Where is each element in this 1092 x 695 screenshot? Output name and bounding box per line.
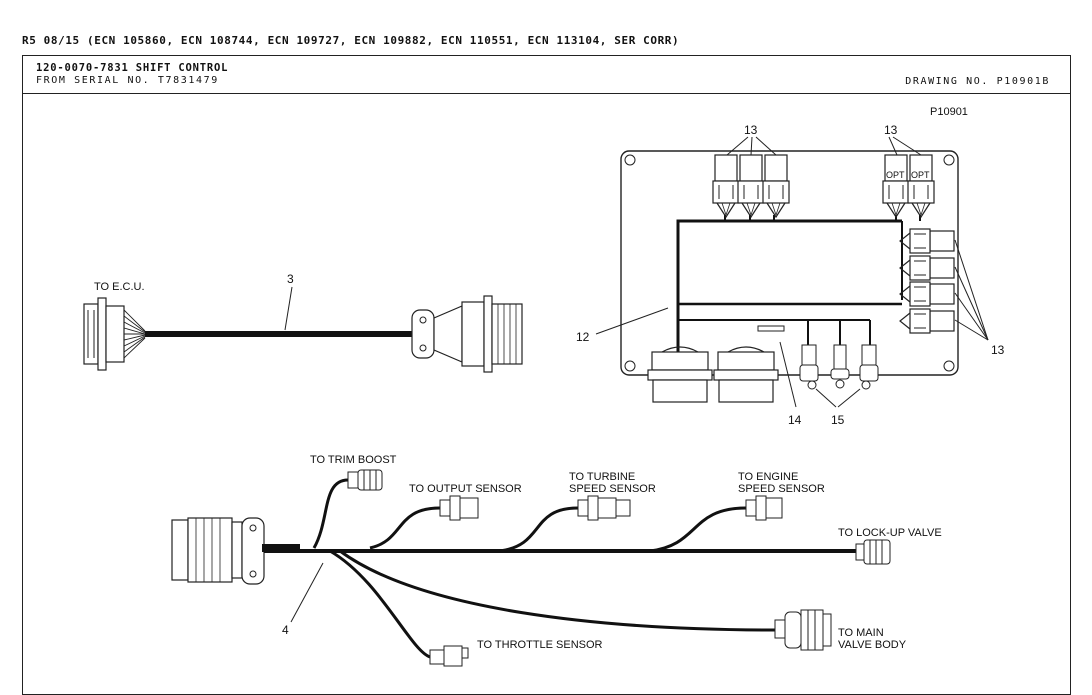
parts-diagram: P10901 OPT OPT: [83, 106, 1005, 667]
callout-4: 4: [282, 623, 289, 637]
relay-panel: OPT OPT: [576, 123, 1005, 427]
callout-3: 3: [287, 272, 294, 286]
transmission-harness: 4 TO TRIM BOOST TO OUTPUT SENSOR TO TURB…: [171, 454, 942, 667]
output-sensor-label: TO OUTPUT SENSOR: [409, 483, 522, 495]
item-14-part: [757, 325, 785, 332]
trim-boost-label: TO TRIM BOOST: [310, 454, 397, 466]
engine-sensor-label-1: TO ENGINE: [738, 471, 798, 483]
lockup-valve-label: TO LOCK-UP VALVE: [838, 527, 942, 539]
callout-15: 15: [831, 413, 845, 427]
part-title: 120-0070-7831 SHIFT CONTROL: [36, 62, 229, 74]
engine-sensor-label-2: SPEED SENSOR: [738, 483, 825, 495]
to-ecu-label: TO E.C.U.: [94, 281, 145, 293]
diode-1: [799, 344, 819, 390]
callout-12: 12: [576, 330, 590, 344]
figure-id: P10901: [930, 106, 968, 118]
callout-13-side: 13: [991, 343, 1005, 357]
drawing-number: DRAWING NO. P10901B: [905, 76, 1050, 87]
callout-13-top-left: 13: [744, 123, 758, 137]
ecu-harness: 3 TO E.C.U.: [83, 272, 523, 373]
revision-line: R5 08/15 (ECN 105860, ECN 108744, ECN 10…: [22, 34, 680, 47]
opt-label-1: OPT: [886, 170, 905, 180]
callout-14: 14: [788, 413, 802, 427]
throttle-sensor-label: TO THROTTLE SENSOR: [477, 639, 603, 651]
main-valve-label-1: TO MAIN: [838, 627, 884, 639]
main-valve-label-2: VALVE BODY: [838, 639, 907, 651]
opt-label-2: OPT: [911, 170, 930, 180]
turbine-sensor-label-1: TO TURBINE: [569, 471, 635, 483]
diode-3: [859, 344, 879, 390]
panel-connector-right: [713, 346, 779, 403]
turbine-sensor-label-2: SPEED SENSOR: [569, 483, 656, 495]
diode-2: [830, 344, 850, 389]
callout-13-top-right: 13: [884, 123, 898, 137]
title-block: 120-0070-7831 SHIFT CONTROL FROM SERIAL …: [23, 56, 1070, 94]
panel-connector-left: [647, 346, 713, 403]
serial-number: FROM SERIAL NO. T7831479: [36, 75, 219, 86]
